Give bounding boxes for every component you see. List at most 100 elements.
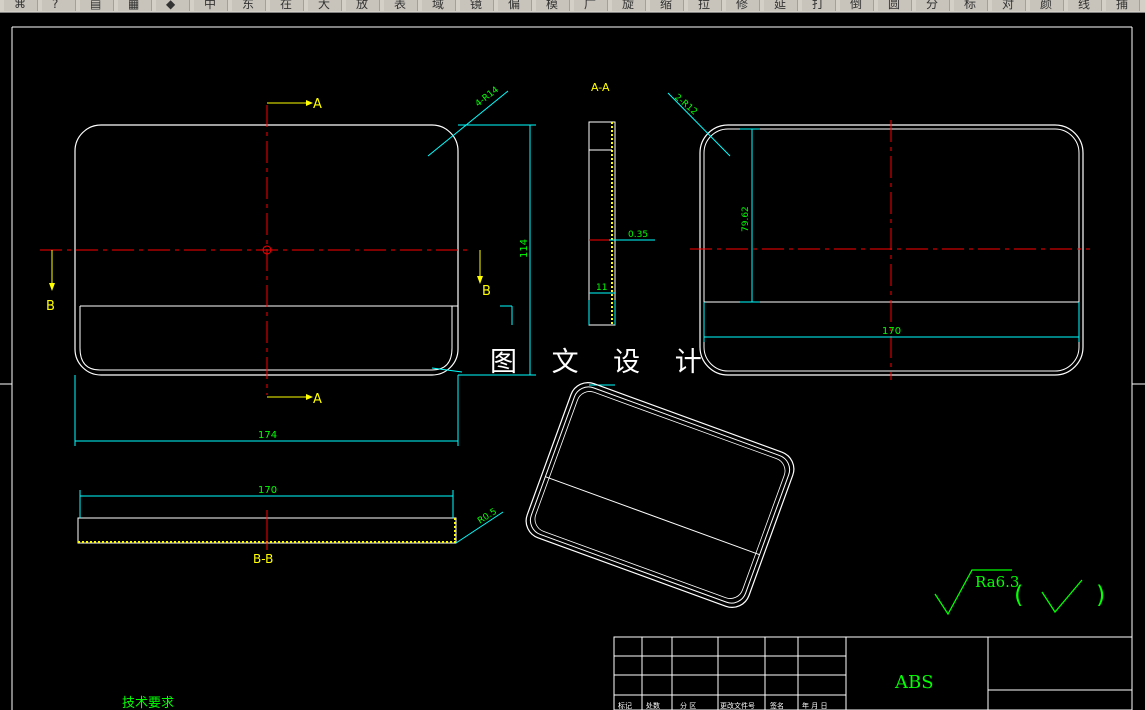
properties-icon[interactable]: 分 [916, 0, 950, 11]
svg-text:更改文件号: 更改文件号 [720, 701, 755, 710]
break-icon[interactable]: 缩 [650, 0, 684, 11]
rotate-icon-glyph: 镜 [470, 0, 483, 11]
front-view: A A B B 4-R14 114 174 [40, 85, 536, 446]
move-icon[interactable]: 在 [270, 0, 304, 11]
mirror-icon[interactable]: 放 [346, 0, 380, 11]
match-icon[interactable]: 标 [954, 0, 988, 11]
grid-icon[interactable]: ▦ [118, 0, 152, 11]
right-view-width-label: 170 [882, 326, 901, 337]
trim-icon[interactable]: 广 [574, 0, 608, 11]
osnap-icon[interactable]: 捕 [1106, 0, 1140, 11]
break-icon-glyph: 缩 [660, 0, 673, 11]
grid-icon-glyph: ▦ [128, 0, 140, 11]
title-block [613, 636, 1133, 710]
explode-icon-glyph: 延 [774, 0, 787, 11]
dim-linear-icon-glyph: 打 [812, 0, 825, 11]
section-aa-body [588, 121, 616, 326]
layer-icon[interactable]: 东 [232, 0, 266, 11]
extend-icon-glyph: 旋 [622, 0, 635, 11]
pencil-icon[interactable]: 中 [194, 0, 228, 11]
fillet-icon-glyph: 修 [736, 0, 749, 11]
section-aa-view: A-A 0.35 11 [588, 81, 655, 386]
array-icon-glyph: 域 [432, 0, 445, 11]
front-view-width-dimension [74, 367, 463, 446]
stretch-icon[interactable]: 模 [536, 0, 570, 11]
section-b-right-label: B [482, 284, 491, 299]
pencil-icon-glyph: 中 [204, 0, 217, 11]
cad-drawing-canvas[interactable]: A A B B 4-R14 114 174 A- [0, 12, 1145, 710]
dim-radius-icon-glyph: 圆 [888, 0, 901, 11]
color-icon[interactable]: 对 [992, 0, 1026, 11]
section-a-top-label: A [313, 97, 322, 112]
offset-icon[interactable]: 表 [384, 0, 418, 11]
right-view-radius-leader [667, 92, 731, 157]
front-view-center-mark [262, 245, 272, 255]
svg-text:处数: 处数 [646, 701, 660, 710]
right-view-width-dimension [703, 302, 1080, 342]
layers-icon[interactable]: ◆ [156, 0, 190, 11]
print-icon-glyph: ▤ [90, 0, 102, 11]
save-icon-glyph: ⌘ [14, 0, 26, 11]
front-view-width-dim-text: 174 [258, 430, 277, 441]
properties-icon-glyph: 分 [926, 0, 939, 11]
layers-icon-glyph: ◆ [166, 0, 176, 11]
scale-icon[interactable]: 偏 [498, 0, 532, 11]
stretch-icon-glyph: 模 [546, 0, 559, 11]
copy-icon-glyph: 大 [318, 0, 331, 11]
linetype-icon-glyph: 颜 [1040, 0, 1053, 11]
svg-text:年 月 日: 年 月 日 [802, 701, 827, 710]
front-view-height-dimension [458, 124, 536, 376]
section-aa-thickness-label: 0.35 [628, 230, 648, 240]
move-icon-glyph: 在 [280, 0, 293, 11]
offset-icon-glyph: 表 [394, 0, 407, 11]
section-bb-view: 170 R0.5 B-B [77, 485, 504, 566]
section-bb-radius-label: R0.5 [476, 507, 499, 527]
array-icon[interactable]: 域 [422, 0, 456, 11]
right-view: 2-R12 79.62 170 [667, 92, 1090, 380]
extend-icon[interactable]: 旋 [612, 0, 646, 11]
dim-radius-icon[interactable]: 圆 [878, 0, 912, 11]
svg-text:标记: 标记 [618, 701, 632, 710]
chamfer-icon[interactable]: 拉 [688, 0, 722, 11]
linetype-icon[interactable]: 颜 [1030, 0, 1064, 11]
front-view-height-dim-text: 114 [519, 239, 530, 258]
title-block-material: ABS [894, 672, 934, 693]
right-view-height-dimension [740, 128, 760, 303]
isometric-view [525, 382, 795, 608]
fillet-icon[interactable]: 修 [726, 0, 760, 11]
roughness-value: Ra6.3 [975, 573, 1019, 591]
title-block-header-row: 标记 处数 分 区 更改文件号 签名 年 月 日 [618, 701, 827, 710]
right-view-height-label: 79.62 [741, 206, 751, 232]
save-icon[interactable]: ⌘ [4, 0, 38, 11]
copy-icon[interactable]: 大 [308, 0, 342, 11]
section-aa-depth-dimension [588, 292, 616, 386]
dim-aligned-icon-glyph: 倒 [850, 0, 863, 11]
svg-text:): ) [1096, 581, 1105, 609]
layer-icon-glyph: 东 [242, 0, 255, 11]
dim-linear-icon[interactable]: 打 [802, 0, 836, 11]
svg-text:分 区: 分 区 [680, 701, 696, 710]
roughness-symbol: Ra6.3 ( ) [934, 569, 1105, 616]
front-view-radius-leader [427, 90, 509, 157]
front-view-lower-band [79, 305, 458, 371]
mirror-icon-glyph: 放 [356, 0, 369, 11]
explode-icon[interactable]: 延 [764, 0, 798, 11]
print-icon[interactable]: ▤ [80, 0, 114, 11]
drawing-border [0, 26, 1145, 710]
match-icon-glyph: 标 [964, 0, 977, 11]
section-bb-width-dimension [79, 490, 454, 518]
rotate-icon[interactable]: 镜 [460, 0, 494, 11]
osnap-icon-glyph: 捕 [1116, 0, 1129, 11]
front-view-radius-label: 4-R14 [474, 85, 501, 109]
color-icon-glyph: 对 [1002, 0, 1015, 11]
dim-aligned-icon[interactable]: 倒 [840, 0, 874, 11]
section-a-bottom-arrowhead [306, 394, 313, 400]
section-bb-width-label: 170 [258, 485, 277, 496]
section-b-left-label: B [46, 299, 55, 314]
section-bb-title: B-B [253, 552, 273, 566]
help-icon[interactable]: ? [42, 0, 76, 11]
svg-text:签名: 签名 [770, 701, 784, 710]
snap-icon[interactable]: 线 [1068, 0, 1102, 11]
chamfer-icon-glyph: 拉 [698, 0, 711, 11]
tech-requirements-heading: 技术要求 [122, 696, 174, 710]
